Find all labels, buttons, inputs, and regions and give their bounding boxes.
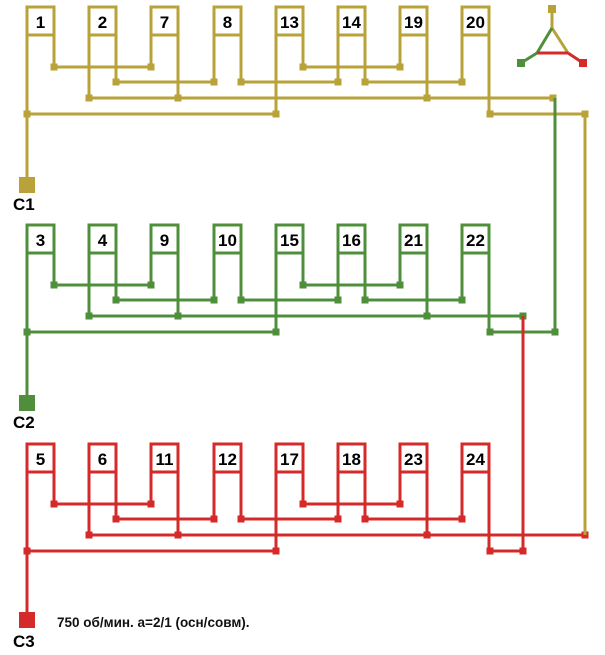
coil-number: 17 bbox=[280, 450, 299, 469]
coil-box bbox=[149, 442, 180, 474]
wires-layer bbox=[19, 63, 589, 628]
coil-13: 13 bbox=[274, 5, 305, 114]
terminal-c2 bbox=[19, 395, 35, 411]
coil-box bbox=[398, 442, 429, 474]
coil-21: 21 bbox=[398, 223, 429, 316]
coil-number: 7 bbox=[160, 13, 169, 32]
coil-number: 18 bbox=[342, 450, 361, 469]
coil-24: 24 bbox=[460, 442, 491, 551]
coil-9: 9 bbox=[149, 223, 180, 316]
coil-23: 23 bbox=[398, 442, 429, 535]
coil-number: 11 bbox=[156, 450, 174, 469]
lead-label-c3: C3 bbox=[13, 632, 35, 651]
coil-2: 2 bbox=[87, 5, 118, 98]
phase-3-wiring bbox=[19, 500, 589, 628]
phase-2-wiring bbox=[19, 281, 559, 411]
coil-box bbox=[274, 5, 305, 37]
coil-7: 7 bbox=[149, 5, 180, 98]
delta-connection-icon bbox=[517, 5, 587, 67]
coil-box bbox=[336, 223, 367, 255]
coil-box bbox=[398, 5, 429, 37]
coil-number: 3 bbox=[36, 231, 45, 250]
coil-box bbox=[212, 5, 243, 37]
coil-box bbox=[274, 442, 305, 474]
coil-22: 22 bbox=[460, 223, 491, 332]
coil-number: 24 bbox=[466, 450, 485, 469]
coil-number: 22 bbox=[466, 231, 485, 250]
caption: 750 об/мин. a=2/1 (осн/совм). bbox=[57, 615, 250, 630]
junction bbox=[517, 59, 525, 67]
delta-edge bbox=[550, 27, 570, 54]
coil-11: 11 bbox=[149, 442, 180, 535]
delta-edge bbox=[535, 27, 554, 54]
coil-box bbox=[460, 223, 491, 255]
coil-5: 5 bbox=[25, 442, 56, 551]
coil-box bbox=[25, 223, 56, 255]
coil-box bbox=[87, 223, 118, 255]
coil-box bbox=[212, 442, 243, 474]
junction bbox=[519, 547, 527, 555]
coil-number: 12 bbox=[218, 450, 237, 469]
coil-box bbox=[149, 223, 180, 255]
coil-14: 14 bbox=[336, 5, 367, 82]
coil-number: 16 bbox=[342, 231, 361, 250]
coil-box bbox=[336, 442, 367, 474]
coil-box bbox=[25, 5, 56, 37]
coil-8: 8 bbox=[212, 5, 243, 82]
coil-box bbox=[460, 442, 491, 474]
coil-number: 1 bbox=[36, 13, 45, 32]
coil-box bbox=[212, 223, 243, 255]
coil-18: 18 bbox=[336, 442, 367, 519]
coil-number: 2 bbox=[98, 13, 107, 32]
coil-box bbox=[398, 223, 429, 255]
coil-number: 23 bbox=[404, 450, 423, 469]
coil-number: 14 bbox=[342, 13, 361, 32]
coil-number: 21 bbox=[404, 231, 423, 250]
coil-16: 16 bbox=[336, 223, 367, 300]
coil-number: 8 bbox=[223, 13, 232, 32]
coil-box bbox=[149, 5, 180, 37]
coil-box bbox=[460, 5, 491, 37]
lead-label-c2: C2 bbox=[13, 413, 35, 432]
coil-number: 10 bbox=[218, 231, 237, 250]
coil-1: 1 bbox=[25, 5, 56, 114]
coil-15: 15 bbox=[274, 223, 305, 332]
coil-box bbox=[25, 442, 56, 474]
junction bbox=[549, 94, 557, 102]
terminal-c1 bbox=[19, 177, 35, 193]
coil-6: 6 bbox=[87, 442, 118, 535]
junction bbox=[548, 5, 556, 13]
coil-number: 9 bbox=[160, 231, 169, 250]
coil-box bbox=[87, 442, 118, 474]
phase-1-wiring bbox=[19, 63, 589, 193]
coil-number: 19 bbox=[404, 13, 423, 32]
coil-20: 20 bbox=[460, 5, 491, 114]
coil-19: 19 bbox=[398, 5, 429, 98]
coil-box bbox=[336, 5, 367, 37]
coil-12: 12 bbox=[212, 442, 243, 519]
coil-number: 5 bbox=[36, 450, 45, 469]
coil-4: 4 bbox=[87, 223, 118, 316]
coil-box bbox=[274, 223, 305, 255]
lead-label-c1: C1 bbox=[13, 195, 35, 214]
coil-number: 15 bbox=[280, 231, 299, 250]
coil-number: 20 bbox=[466, 13, 485, 32]
coil-number: 4 bbox=[98, 231, 108, 250]
coil-box bbox=[87, 5, 118, 37]
terminal-c3 bbox=[19, 612, 35, 628]
coil-number: 13 bbox=[280, 13, 299, 32]
coil-10: 10 bbox=[212, 223, 243, 300]
junction bbox=[579, 59, 587, 67]
coil-number: 6 bbox=[98, 450, 107, 469]
coil-3: 3 bbox=[25, 223, 56, 332]
coil-17: 17 bbox=[274, 442, 305, 551]
